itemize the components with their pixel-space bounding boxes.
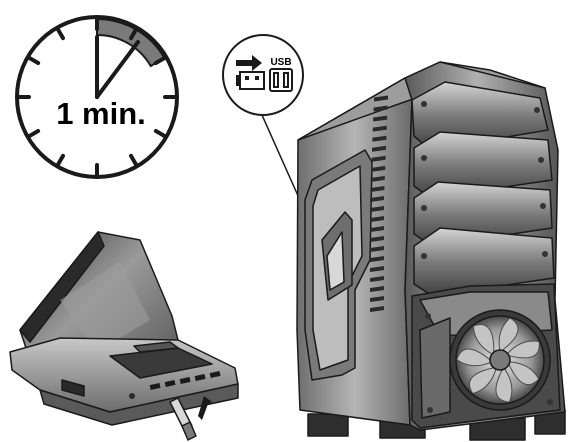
vent-slot (370, 236, 384, 242)
tower-side-vents (370, 95, 388, 312)
usb-label: USB (270, 57, 291, 68)
vent-slot (370, 226, 384, 232)
fan-blade (505, 340, 540, 359)
usb-cable (169, 397, 197, 441)
vent-slot (370, 276, 384, 282)
fan-blade (495, 366, 513, 403)
vent-slot (372, 145, 386, 152)
fan-blades (456, 317, 540, 403)
clock-tick (56, 153, 65, 167)
fan-blade (472, 324, 495, 356)
tower-front-plate (413, 227, 555, 297)
vent-slot (373, 105, 388, 112)
vent-slot (370, 296, 384, 302)
vent-slot (372, 125, 387, 132)
tower-fan (449, 309, 551, 411)
vent-slot (370, 246, 384, 252)
timer-label: 1 min. (56, 96, 146, 131)
vent-slot (371, 155, 386, 162)
clock-tick (153, 56, 167, 65)
clock-tick (129, 27, 138, 41)
insert-arrow-icon (198, 396, 212, 420)
vent-slot (371, 165, 386, 172)
vent-slot (370, 306, 384, 312)
clock-hand-second (95, 40, 140, 99)
clock-tick (129, 153, 138, 167)
vent-slot (370, 185, 385, 192)
laptop (9, 231, 239, 441)
vent-slot (373, 115, 388, 122)
plug-insert-arrow-icon (236, 55, 265, 90)
vent-slot (374, 95, 388, 102)
clock-tick (27, 56, 41, 65)
clock-tick (153, 129, 167, 138)
clock-tick (56, 27, 65, 41)
vent-slot (370, 266, 384, 272)
fan-blade (507, 361, 540, 386)
usb-port-icon: USB (269, 57, 293, 92)
vent-slot (370, 286, 384, 292)
tower-foot (307, 413, 349, 437)
vent-slot (370, 175, 385, 182)
vent-slot (370, 196, 384, 202)
clock-ticks (17, 17, 177, 177)
usb-callout: USB (222, 34, 304, 208)
desktop-tower (296, 61, 566, 441)
clock-tick (27, 129, 41, 138)
vent-slot (370, 216, 384, 222)
vent-slot (372, 135, 387, 142)
fan-blade (456, 348, 493, 367)
fan-blade (468, 366, 498, 395)
laptop-side-ports (149, 371, 221, 390)
callout-leader-line (261, 114, 304, 208)
clock-icon: 1 min. (15, 15, 179, 179)
vent-slot (370, 256, 384, 262)
vent-slot (370, 206, 384, 212)
fan-blade (498, 317, 519, 353)
tower-front-plate (413, 131, 553, 199)
